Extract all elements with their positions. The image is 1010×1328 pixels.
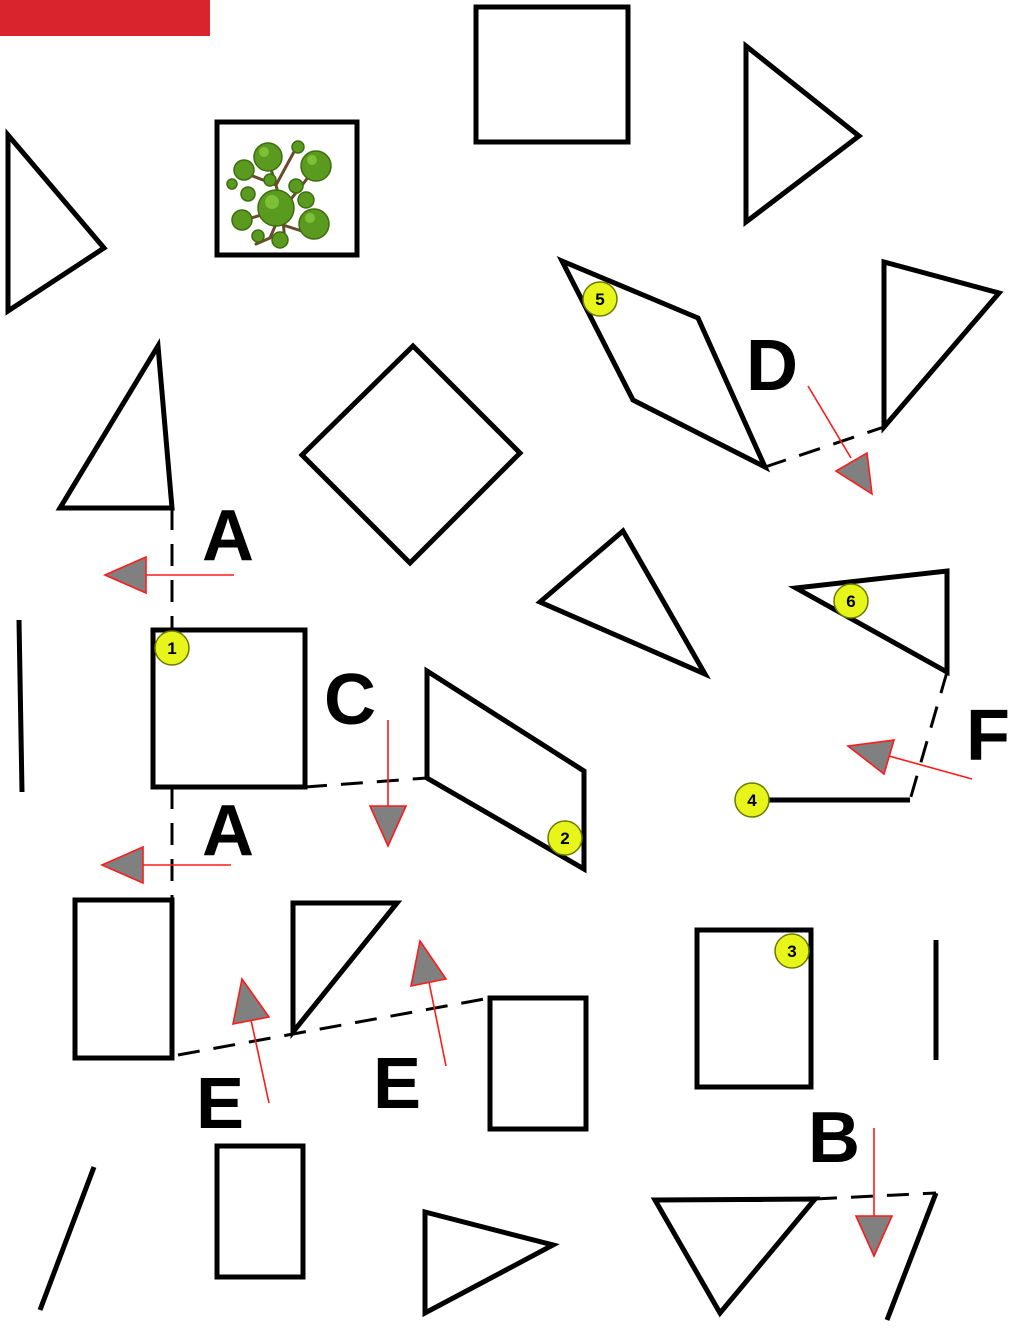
dashed-connector <box>815 1193 936 1199</box>
line-left-edge <box>19 620 22 792</box>
marker-1: 1 <box>155 631 189 665</box>
triangle-left-edge <box>8 135 104 311</box>
arrow-D <box>808 386 872 494</box>
triangle-top-right <box>746 46 859 222</box>
label-F: F <box>966 696 1010 776</box>
svg-text:6: 6 <box>846 592 855 611</box>
svg-text:1: 1 <box>167 639 176 658</box>
marker-3: 3 <box>775 934 809 968</box>
line-bottom-right <box>887 1193 936 1320</box>
arrow-F <box>848 740 972 779</box>
rect-left <box>75 900 172 1058</box>
label-E-left: E <box>196 1064 244 1144</box>
marker-2: 2 <box>548 821 582 855</box>
svg-text:2: 2 <box>560 829 569 848</box>
square-top <box>476 7 628 142</box>
label-E-right: E <box>373 1044 421 1124</box>
dashed-connector <box>178 998 490 1055</box>
label-A-bottom: A <box>202 791 254 871</box>
marker-5: 5 <box>583 282 617 316</box>
diamond-square <box>302 346 520 563</box>
label-C: C <box>324 660 376 740</box>
triangle-inverted <box>655 1199 815 1313</box>
svg-text:4: 4 <box>747 791 757 810</box>
label-B: B <box>808 1098 860 1178</box>
line-bottom-left <box>40 1167 94 1310</box>
rect-middle <box>490 998 586 1129</box>
triangle-right-angle <box>293 903 397 1032</box>
label-D: D <box>746 326 798 406</box>
triangle-left-tall <box>60 346 172 508</box>
triangle-middle <box>540 531 705 674</box>
triangle-bottom-middle <box>425 1212 553 1313</box>
dashed-connector <box>305 778 427 787</box>
triangle-right-top <box>884 262 999 427</box>
svg-text:3: 3 <box>787 942 796 961</box>
svg-text:5: 5 <box>595 290 604 309</box>
triangle-6 <box>796 571 947 672</box>
label-A-top: A <box>202 496 254 576</box>
rect-bottom <box>217 1146 303 1277</box>
marker-6: 6 <box>834 584 868 618</box>
arrow-B <box>856 1128 892 1256</box>
marker-4: 4 <box>735 783 769 817</box>
header-bar <box>0 0 210 36</box>
dashed-connector <box>910 672 947 800</box>
